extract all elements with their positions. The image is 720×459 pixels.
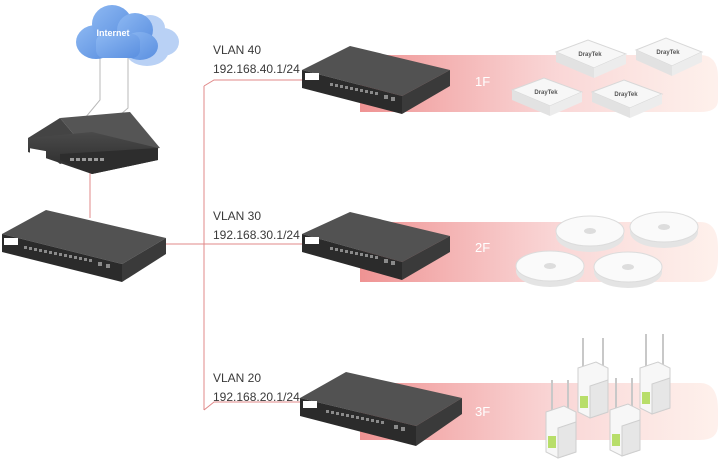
- ap-square-1f-3: [510, 77, 584, 116]
- floor-label-1f: 1F: [475, 74, 491, 89]
- floor-switch-1f: [302, 46, 450, 114]
- floor-switch-3f: [300, 372, 462, 446]
- internet-label: Internet: [96, 28, 129, 38]
- vlan-20-subnet: 192.168.20.1/24: [213, 390, 300, 404]
- cable-links: [84, 45, 310, 411]
- ap-logo-3: DrayTek: [534, 90, 558, 96]
- vlan-20-name: VLAN 20: [213, 371, 262, 385]
- vlan-30-name: VLAN 30: [213, 209, 262, 223]
- ap-logo-2: DrayTek: [656, 50, 680, 56]
- ap-outdoor-3f: [545, 334, 671, 459]
- floor-label-3f: 3F: [475, 404, 491, 419]
- internet-cloud-icon: [76, 5, 179, 66]
- floor-switch-2f: [302, 212, 450, 280]
- core-switch-device: [2, 210, 166, 282]
- ap-square-1f-4: [590, 79, 664, 118]
- ap-round-2f: [515, 211, 699, 288]
- ap-logo-1: DrayTek: [578, 52, 602, 58]
- router-device: [28, 112, 160, 174]
- floor-label-2f: 2F: [475, 240, 491, 255]
- ap-square-1f-2: [634, 37, 704, 76]
- vlan-30-subnet: 192.168.30.1/24: [213, 228, 300, 242]
- vlan-40-name: VLAN 40: [213, 43, 262, 57]
- vlan-40-subnet: 192.168.40.1/24: [213, 62, 300, 76]
- ap-logo-4: DrayTek: [614, 92, 638, 98]
- ap-square-1f-1: [554, 39, 628, 78]
